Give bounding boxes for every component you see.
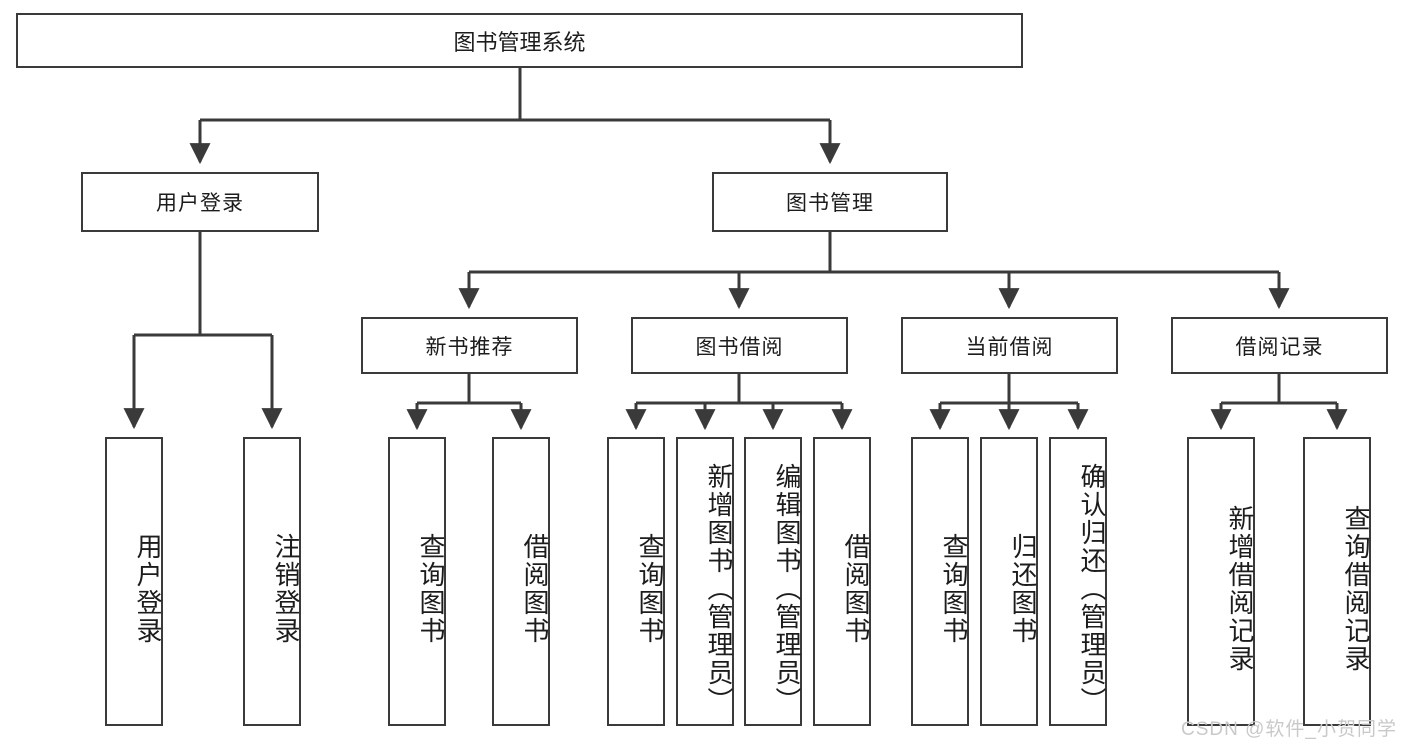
node-label: 用户登录	[133, 532, 163, 645]
node-label: 确认归还（管理员）	[1077, 462, 1107, 715]
leaf-new-book-borrow[interactable]: 借阅图书	[492, 437, 550, 726]
leaf-book-borrow-edit[interactable]: 编辑图书（管理员）	[744, 437, 802, 726]
leaf-current-borrow-confirm-return[interactable]: 确认归还（管理员）	[1049, 437, 1107, 726]
node-label: 图书管理	[786, 192, 874, 215]
node-label: 借阅图书	[520, 532, 550, 645]
node-book-management[interactable]: 图书管理	[712, 172, 948, 232]
node-label: 查询图书	[939, 532, 969, 645]
node-label: 用户登录	[156, 192, 244, 215]
node-label: 借阅图书	[841, 532, 871, 645]
node-label: 当前借阅	[965, 335, 1054, 359]
node-label: 编辑图书（管理员）	[772, 462, 802, 715]
node-borrow-record[interactable]: 借阅记录	[1171, 317, 1388, 374]
node-label: 新增借阅记录	[1225, 504, 1255, 673]
node-label: 注销登录	[271, 532, 301, 645]
node-label: 新增图书（管理员）	[704, 462, 734, 715]
node-label: 新书推荐	[425, 335, 514, 359]
node-current-borrow[interactable]: 当前借阅	[901, 317, 1118, 374]
leaf-current-borrow-return[interactable]: 归还图书	[980, 437, 1038, 726]
leaf-user-login-login[interactable]: 用户登录	[105, 437, 163, 726]
leaf-borrow-record-add[interactable]: 新增借阅记录	[1187, 437, 1255, 726]
node-label: 图书借阅	[695, 335, 784, 359]
node-label: 借阅记录	[1235, 335, 1324, 359]
node-new-book-recommend[interactable]: 新书推荐	[361, 317, 578, 374]
node-root-system[interactable]: 图书管理系统	[16, 13, 1023, 68]
leaf-book-borrow-add[interactable]: 新增图书（管理员）	[676, 437, 734, 726]
leaf-user-login-logout[interactable]: 注销登录	[243, 437, 301, 726]
leaf-borrow-record-query[interactable]: 查询借阅记录	[1303, 437, 1371, 726]
leaf-book-borrow-borrow[interactable]: 借阅图书	[813, 437, 871, 726]
node-label: 查询借阅记录	[1341, 504, 1371, 673]
node-label: 查询图书	[635, 532, 665, 645]
node-label: 归还图书	[1008, 532, 1038, 645]
node-label: 图书管理系统	[453, 29, 586, 55]
node-book-borrow[interactable]: 图书借阅	[631, 317, 848, 374]
leaf-book-borrow-query[interactable]: 查询图书	[607, 437, 665, 726]
leaf-new-book-query[interactable]: 查询图书	[388, 437, 446, 726]
leaf-current-borrow-query[interactable]: 查询图书	[911, 437, 969, 726]
watermark-text: CSDN @软件_小贺同学	[1181, 719, 1397, 740]
node-user-login[interactable]: 用户登录	[81, 172, 319, 232]
node-label: 查询图书	[416, 532, 446, 645]
